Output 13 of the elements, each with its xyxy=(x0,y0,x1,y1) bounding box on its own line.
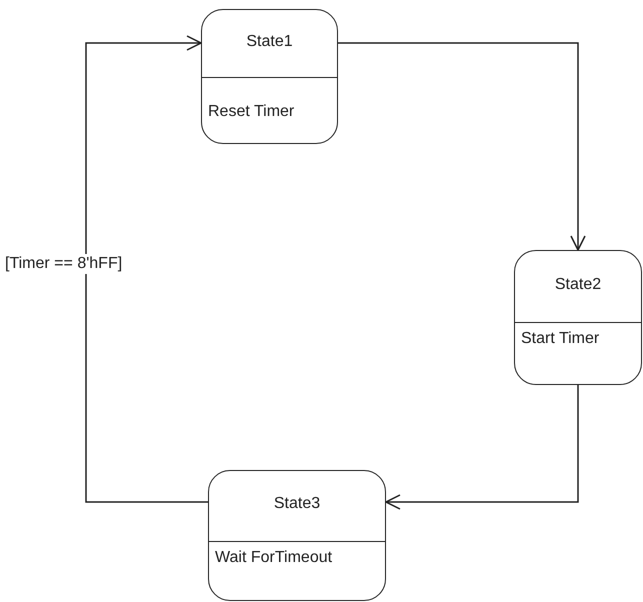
edge-label: [Timer == 8'hFF] xyxy=(5,254,122,274)
state-action: Reset Timer xyxy=(208,103,294,121)
state-name: State2 xyxy=(554,276,602,294)
transition-arrow xyxy=(338,42,586,251)
transition-arrow xyxy=(385,385,579,510)
state-box xyxy=(208,470,386,601)
state-action: Wait ForTimeout xyxy=(215,549,332,567)
state-box xyxy=(514,250,642,385)
state-name: State1 xyxy=(245,32,294,50)
state-box xyxy=(201,9,338,144)
state-action: Start Timer xyxy=(521,330,600,348)
state-name: State3 xyxy=(272,495,322,513)
transition-arrow xyxy=(85,35,208,503)
